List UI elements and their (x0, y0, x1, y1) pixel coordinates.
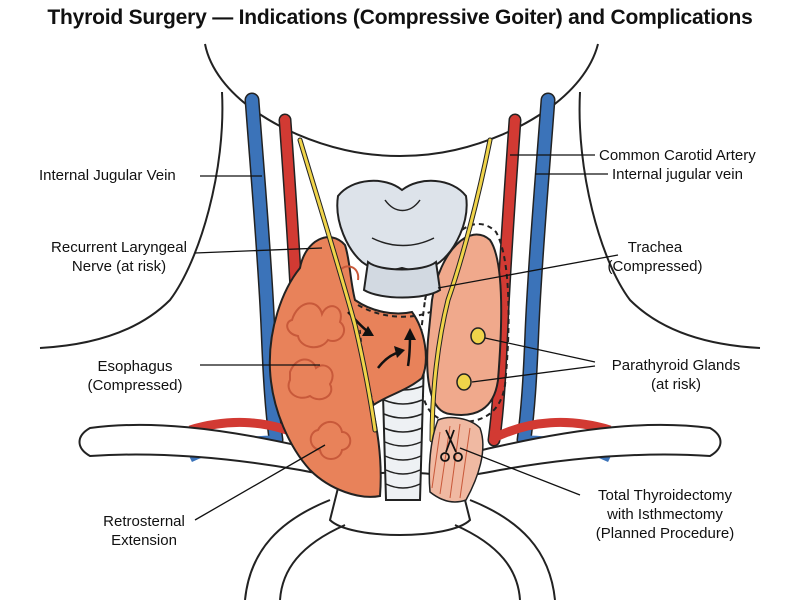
label-internal-jugular-vein-right: Internal jugular vein (612, 166, 743, 183)
label-parathyroid-line-2: (at risk) (651, 376, 701, 393)
leader-parathyroid-lower (471, 365, 596, 383)
label-trachea-line-2: (Compressed) (607, 258, 703, 275)
label-trachea-line-1: Trachea (627, 239, 683, 256)
label-esophagus-line-2: (Compressed) (87, 377, 183, 394)
internal-jugular-vein-right-fill (518, 94, 554, 446)
label-retrosternal-line-2: Extension (111, 532, 177, 549)
label-recurrent-laryngeal-nerve: Recurrent Laryngeal Nerve (at risk) (44, 238, 194, 276)
parathyroid-gland-upper (470, 327, 486, 345)
label-parathyroid-glands: Parathyroid Glands (at risk) (596, 356, 756, 394)
label-esophagus: Esophagus (Compressed) (70, 357, 200, 395)
compression-arrowheads (362, 326, 416, 358)
label-rln-line-2: Nerve (at risk) (71, 258, 167, 275)
label-internal-jugular-vein-left: Internal Jugular Vein (39, 167, 176, 184)
label-procedure-line-3: (Planned Procedure) (595, 525, 735, 542)
first-rib-right-inner (454, 524, 521, 600)
label-trachea: Trachea (Compressed) (590, 238, 720, 276)
recurrent-laryngeal-nerve-right-fill (430, 138, 492, 442)
leader-rln (194, 247, 323, 254)
label-esophagus-line-1: Esophagus (97, 358, 173, 375)
leader-retrosternal (194, 444, 326, 521)
isthmus-resection-line (357, 304, 431, 318)
cricoid-cartilage (362, 260, 442, 299)
neck-contour-right (578, 91, 761, 349)
label-planned-procedure: Total Thyroidectomy with Isthmectomy (Pl… (580, 486, 750, 543)
cartilage-notch (384, 199, 421, 212)
scissors-icon (440, 429, 463, 462)
leader-procedure (459, 447, 581, 496)
first-rib-left-inner (279, 524, 346, 600)
goiter-nodules (286, 265, 360, 460)
recurrent-laryngeal-nerve-left-fill (298, 138, 377, 432)
internal-jugular-vein-left-fill (246, 94, 282, 446)
first-rib-right (469, 499, 556, 600)
neck-contour-left (39, 91, 224, 349)
common-carotid-artery-right-fill (489, 115, 520, 445)
first-rib-left (244, 499, 331, 600)
leader-trachea (437, 254, 619, 289)
parathyroid-gland-lower (456, 373, 472, 391)
label-retrosternal-extension: Retrosternal Extension (90, 512, 198, 550)
cartilage-line (371, 237, 435, 247)
label-common-carotid-artery: Common Carotid Artery (599, 147, 756, 164)
thyroid-cartilage (336, 179, 468, 271)
label-retrosternal-line-1: Retrosternal (103, 513, 185, 530)
label-procedure-line-1: Total Thyroidectomy (598, 487, 732, 504)
label-rln-line-1: Recurrent Laryngeal (51, 239, 187, 256)
diagram-title: Thyroid Surgery — Indications (Compressi… (47, 6, 753, 29)
label-procedure-line-2: with Isthmectomy (607, 506, 723, 523)
subclavian-artery-right (491, 417, 612, 443)
label-parathyroid-line-1: Parathyroid Glands (611, 357, 741, 374)
leader-parathyroid-upper (484, 337, 596, 363)
goiter-left-lobe (268, 236, 427, 498)
leader-lines (194, 154, 619, 521)
strap-muscle-fibers (431, 423, 471, 499)
